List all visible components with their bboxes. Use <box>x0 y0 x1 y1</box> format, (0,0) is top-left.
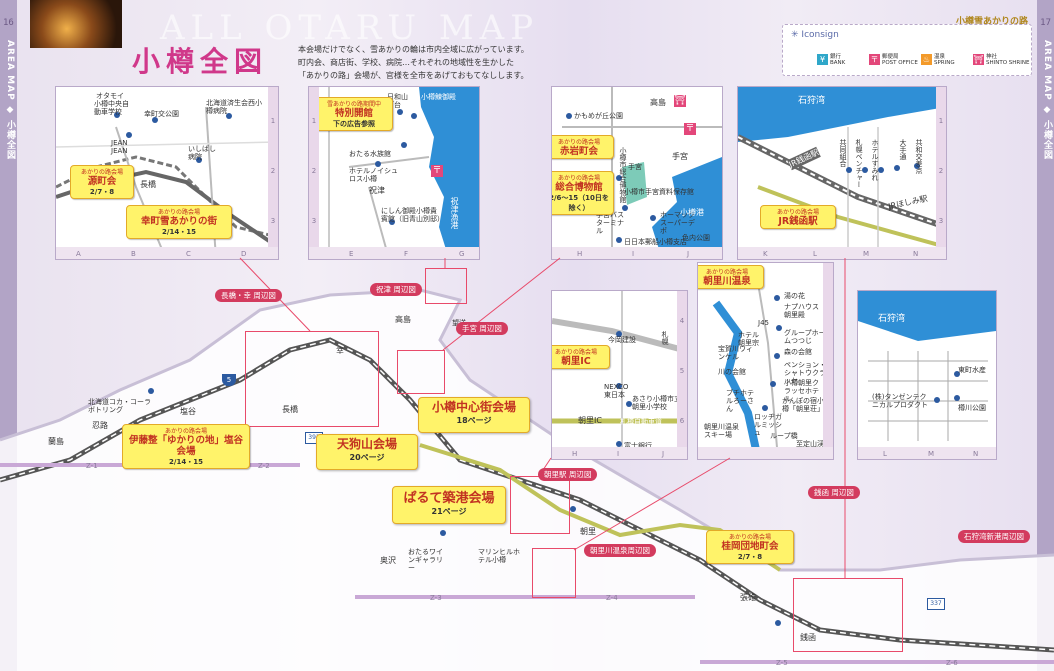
route-337-icon: 337 <box>927 598 945 610</box>
route-5-icon: 5 <box>222 374 236 386</box>
frame-asarigawa <box>532 548 576 598</box>
frame-nagahashi <box>245 331 379 427</box>
watermark-title: ALL OTARU MAP <box>160 8 540 48</box>
shrine-icon: ⛩ <box>973 54 984 65</box>
callout-asari-ic: あかりの路会場朝里IC <box>552 345 610 369</box>
main-overview-map <box>0 270 1054 671</box>
right-side-tab: AREA MAP ◆ 小樽全図 <box>1037 0 1054 671</box>
header-subtitle: 小樽雪あかりの路 <box>955 17 1028 27</box>
inset-map-asarigawa-onsen: 湯の花 ナプハウス朝里殿 J45 グループホームつつじ 森の会館 ホテル朝里宗 … <box>697 262 834 460</box>
inset-map-nagahashi: オタモイ 小樽中央自動車学校 幸町交公園 北海道済生会西小樽病院 JEAN JE… <box>55 86 279 260</box>
area-tag-asari-station[interactable]: 朝里駅 周辺図 <box>538 468 598 481</box>
inset-map-zenibako: 石狩湾 JR銭函駅 JRほしみ駅 共同組合 札幌ベンチャー ホテルすみれ 大手通… <box>737 86 947 260</box>
inset-map-asari-ic: 今岡建設 NEXCO東日本 あさり小樽市立朝里小学校 朝里IC 札樽自動車道 富… <box>551 290 688 460</box>
post-office-icon: 〒 <box>869 54 880 65</box>
shrine-icon: ⛩ <box>674 95 686 107</box>
inset-map-temiya: かもめが丘公園 小樽市総合博物館 高島 手宮 手宮 手宮バスターミナル 小樽市手… <box>551 86 723 260</box>
inset-map-shukutsu: 日和山灯台 小樽鰊御殿 おたる水族館 ホテルノイシュロス小樽 祝津 にしん御殿小… <box>308 86 480 260</box>
area-tag-shukutsu[interactable]: 祝津 周辺図 <box>370 283 422 296</box>
frame-zenibako <box>793 578 903 652</box>
frame-temiya <box>397 350 445 394</box>
intro-text: 本会場だけでなく、雪あかりの輪は市内全域に広がっています。町内会、商店街、学校、… <box>298 45 529 80</box>
hot-spring-icon: ♨ <box>921 54 932 65</box>
callout-special-open: 雪あかりの路期間中特別開館下の広告参照 <box>315 97 393 131</box>
area-tag-zenibako[interactable]: 銭函 周辺図 <box>808 486 860 499</box>
callout-asarigawa: あかりの路会場朝里川温泉 <box>698 265 764 289</box>
area-tag-nagahashi[interactable]: 長橋・幸 周辺図 <box>215 289 282 302</box>
page-title: 小樽全図 <box>132 45 269 78</box>
page-number-right: 17 <box>1040 18 1051 28</box>
post-office-icon: 〒 <box>431 165 443 177</box>
snowflake-icon: ✳ <box>791 30 799 40</box>
candle-photo <box>30 0 122 48</box>
frame-shukutsu <box>425 268 467 304</box>
bank-icon: ¥ <box>817 54 828 65</box>
iconsign-title: ✳ Iconsign <box>791 30 839 40</box>
page-number-left: 16 <box>3 18 14 28</box>
post-office-icon: 〒 <box>684 123 696 135</box>
inset-map-ishikari-bay: 石狩湾 (株)タンゼンテクニカルプロダクト 東町水産 樽川公園 L M N <box>857 290 997 460</box>
area-tag-asarigawa[interactable]: 朝里川温泉周辺図 <box>584 544 656 557</box>
callout-akaiwa: あかりの路会場赤岩町会 <box>552 135 614 159</box>
area-tag-ishikari-bay[interactable]: 石狩湾新港周辺図 <box>958 530 1030 543</box>
area-tag-temiya[interactable]: 手宮 周辺図 <box>456 322 508 335</box>
